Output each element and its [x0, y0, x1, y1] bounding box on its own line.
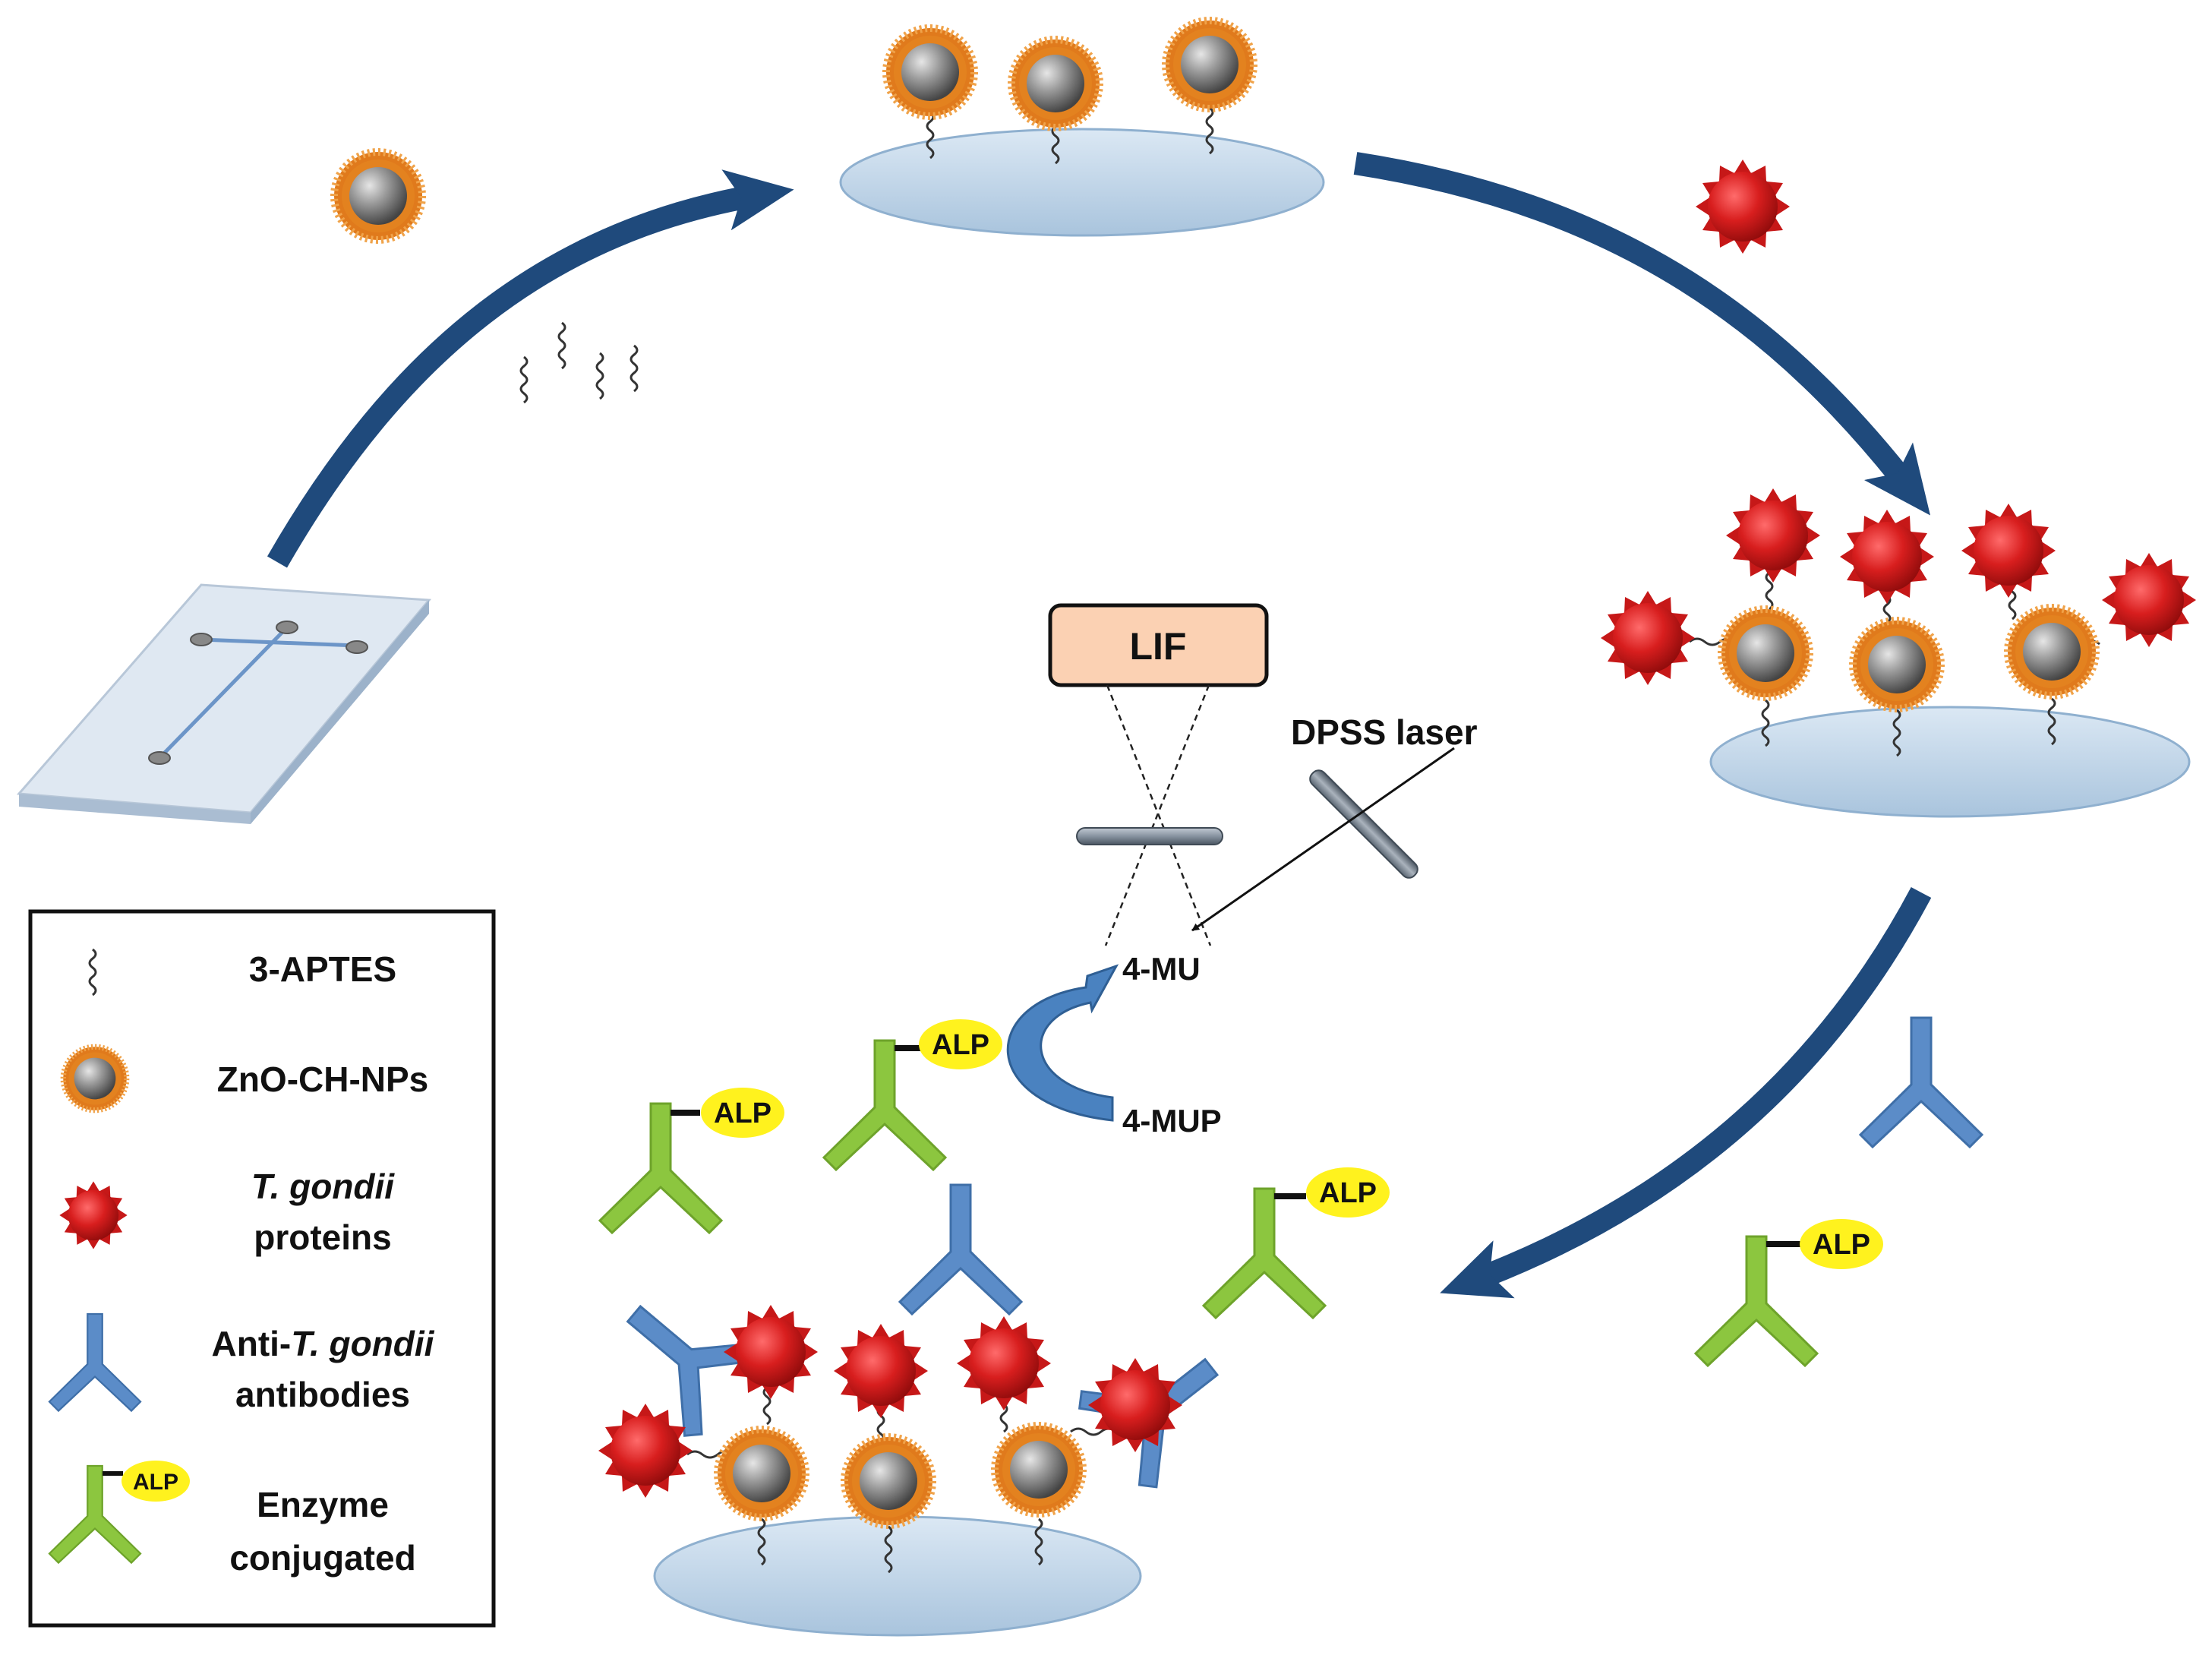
legend-antibody-label-2: antibodies — [235, 1375, 410, 1414]
substrate-label: 4-MUP — [1122, 1103, 1222, 1139]
step3-substrate — [594, 1183, 1250, 1637]
legend-protein-label-2: proteins — [254, 1218, 391, 1257]
dpss-laser-label: DPSS laser — [1291, 712, 1478, 752]
legend-enzyme-label-1: Enzyme — [257, 1485, 389, 1524]
enzyme-antibody-center: ALP — [822, 1019, 1002, 1171]
legend-box — [28, 909, 496, 1628]
legend: 3-APTES ZnO-CH-NPs T. gondii proteins An… — [28, 909, 496, 1628]
arrow-step2-to-step3 — [1440, 886, 1932, 1299]
svg-text:ALP: ALP — [714, 1098, 772, 1129]
legend-enzyme-antibody-icon: ALP — [48, 1461, 190, 1564]
legend-nanoparticle-icon — [63, 1047, 127, 1110]
svg-text:ALP: ALP — [1319, 1177, 1377, 1209]
lif-box — [1048, 603, 1269, 687]
free-protein — [1696, 159, 1790, 254]
free-enzyme-antibody: ALP — [1694, 1219, 1883, 1367]
arrow-step1-to-step2 — [1353, 152, 1931, 516]
svg-text:ALP: ALP — [1813, 1229, 1870, 1261]
process-arrows — [267, 152, 1932, 1299]
free-nanoparticle — [334, 152, 422, 240]
enzyme-antibody-left: ALP — [598, 1088, 784, 1234]
step1-substrate — [839, 21, 1325, 237]
legend-antibody-label-1: Anti-T. gondii — [212, 1324, 435, 1363]
free-aptes-linkers — [519, 321, 639, 404]
arrow-chip-to-step1 — [267, 169, 794, 568]
dpss-laser-rod — [1309, 769, 1418, 879]
legend-protein-label-1: T. gondii — [251, 1167, 395, 1206]
legend-nanoparticle-label: ZnO-CH-NPs — [217, 1060, 429, 1099]
focusing-lens — [1076, 827, 1223, 845]
svg-text:ALP: ALP — [932, 1029, 989, 1061]
enzyme-antibody-right: ALP — [1202, 1167, 1390, 1319]
svg-text:ALP: ALP — [133, 1470, 178, 1495]
conversion-arrow — [1006, 964, 1119, 1122]
legend-aptes-label: 3-APTES — [249, 949, 396, 989]
product-label: 4-MU — [1122, 951, 1201, 987]
microfluidic-chip — [16, 583, 432, 824]
legend-enzyme-label-2: conjugated — [229, 1538, 415, 1578]
free-anti-antibody — [1859, 1016, 1983, 1148]
step2-substrate — [1601, 488, 2196, 818]
lif-detection: LIF DPSS laser 4-MU 4-MUP — [1006, 603, 1478, 1139]
lif-label: LIF — [1130, 625, 1187, 668]
